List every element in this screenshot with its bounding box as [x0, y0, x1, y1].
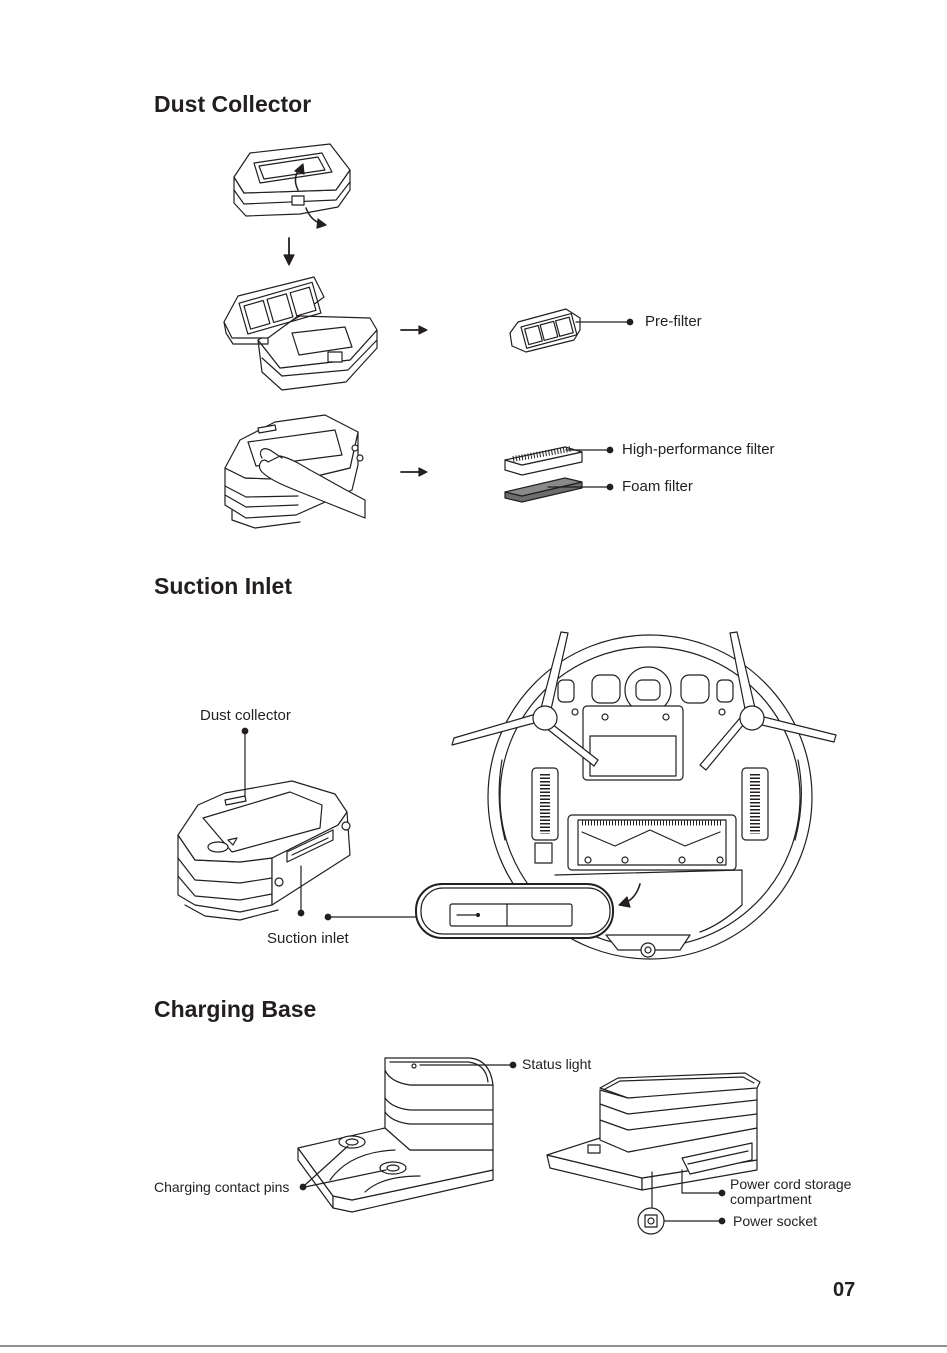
- callout-dot-icon: [325, 914, 331, 920]
- arrow-down-icon: [284, 238, 294, 265]
- pre-filter-label: Pre-filter: [645, 313, 702, 331]
- charging-contact-pin: [339, 1136, 365, 1148]
- dust-bin-closed-illustration: [234, 144, 350, 228]
- page-number: 07: [833, 1279, 855, 1301]
- power-cord-storage-label-line1: Power cord storage: [730, 1176, 851, 1192]
- charging-base-front-illustration: [298, 1058, 516, 1212]
- foam-filter-illustration: [505, 478, 613, 502]
- suction-inlet-label: Suction inlet: [267, 930, 349, 948]
- power-cord-storage-label-line2: compartment: [730, 1191, 812, 1207]
- callout-dot-icon: [510, 1062, 516, 1068]
- dust-collector-label: Dust collector: [200, 707, 291, 725]
- callout-dot-icon: [242, 728, 248, 734]
- charging-base-rear-illustration: [547, 1073, 760, 1234]
- callout-dot-icon: [719, 1218, 725, 1224]
- dust-bin-filter-removal-illustration: [225, 415, 365, 528]
- status-light-label: Status light: [522, 1056, 591, 1072]
- power-socket-label: Power socket: [733, 1213, 817, 1229]
- callout-dot-icon: [607, 447, 613, 453]
- status-light-icon: [412, 1064, 416, 1068]
- high-performance-filter-label: High-performance filter: [622, 441, 775, 459]
- section-heading-charging-base: Charging Base: [154, 995, 316, 1023]
- suction-inlet-callout: [416, 884, 613, 938]
- arrow-right-icon: [401, 326, 427, 334]
- dust-collector-side-illustration: [178, 728, 418, 920]
- charging-contact-pin: [380, 1162, 406, 1174]
- callout-dot-icon: [607, 484, 613, 490]
- charging-contact-pins-label: Charging contact pins: [154, 1179, 289, 1195]
- section-heading-suction-inlet: Suction Inlet: [154, 572, 292, 600]
- dust-bin-open-illustration: [224, 277, 377, 390]
- power-socket-icon: [638, 1208, 664, 1234]
- section-heading-dust-collector: Dust Collector: [154, 90, 311, 118]
- callout-dot-icon: [627, 319, 633, 325]
- arrow-right-icon: [401, 468, 427, 476]
- foam-filter-label: Foam filter: [622, 478, 693, 496]
- callout-dot-icon: [300, 1184, 306, 1190]
- callout-dot-icon: [719, 1190, 725, 1196]
- callout-dot-icon: [298, 910, 304, 916]
- high-performance-filter-illustration: [505, 447, 613, 475]
- pre-filter-illustration: [510, 309, 633, 352]
